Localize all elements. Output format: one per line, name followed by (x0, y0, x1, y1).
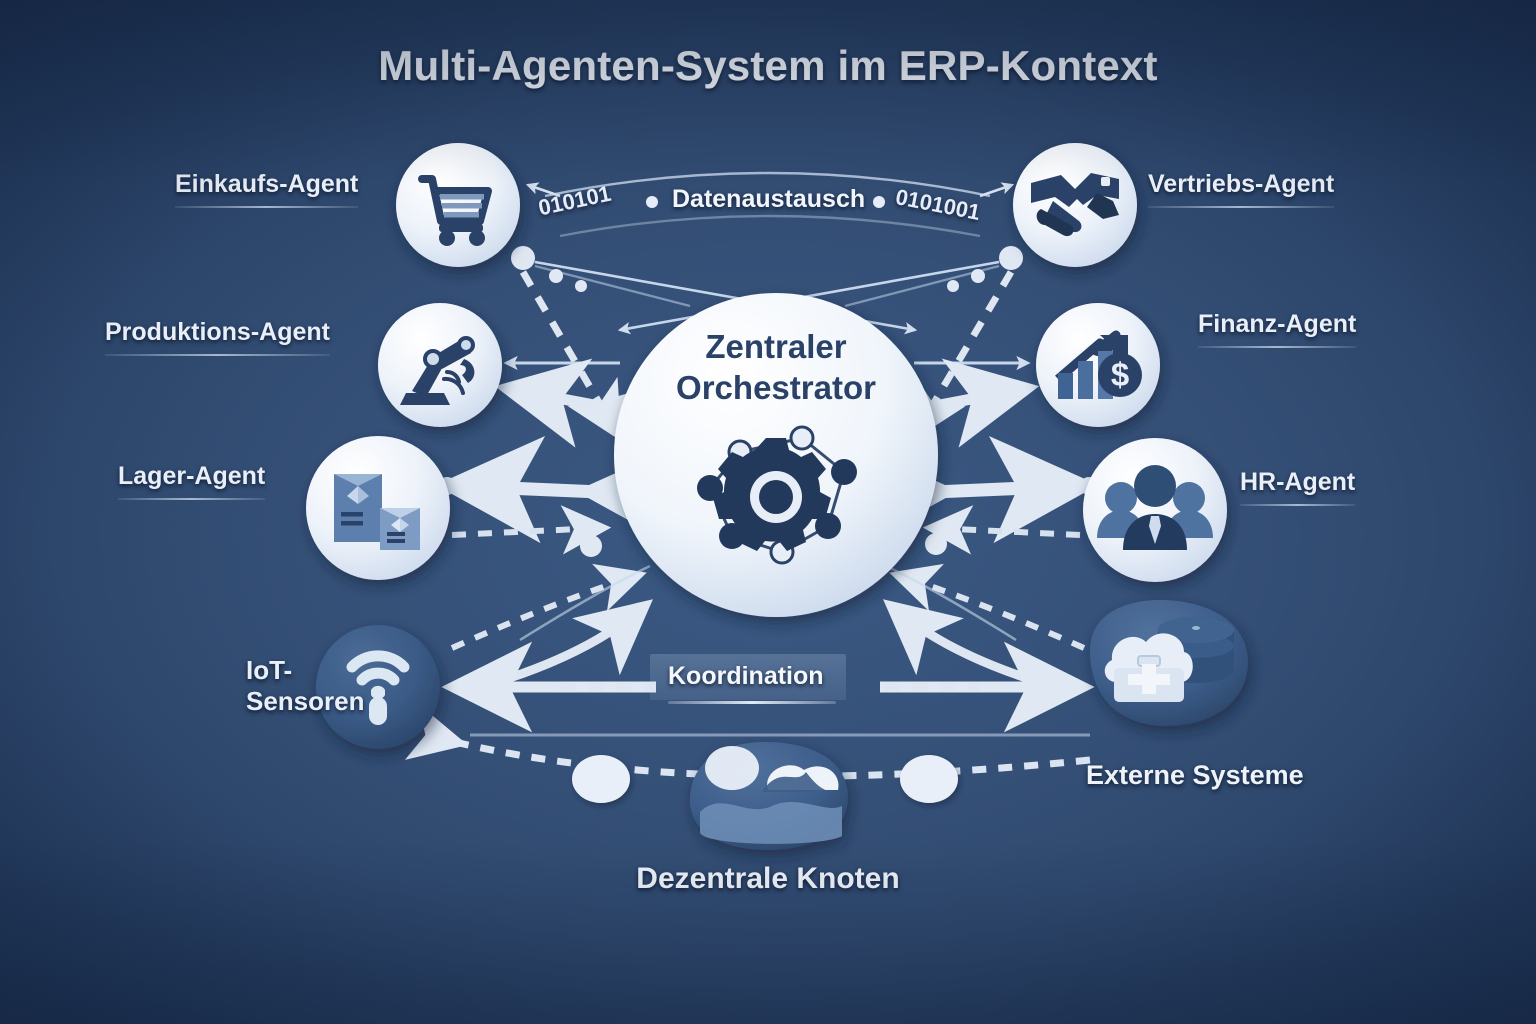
agent-label-finanz: Finanz-Agent (1198, 310, 1357, 348)
orchestrator-label-line1: Zentraler (705, 328, 847, 365)
iot-sensoren-label: IoT- Sensoren (246, 655, 365, 716)
wifi-signal-icon (346, 650, 410, 686)
agent-label-rule (1198, 346, 1357, 348)
gear-network-icon (697, 425, 857, 565)
shopping-cart-icon (418, 175, 492, 246)
datenaustausch-label: Datenaustausch (672, 185, 866, 213)
agent-disc-hr[interactable] (1083, 438, 1227, 582)
agent-label-einkauf-text: Einkaufs-Agent (175, 170, 359, 198)
iot-label-line2: Sensoren (246, 685, 365, 716)
agent-label-finanz-text: Finanz-Agent (1198, 310, 1357, 338)
cloud-landscape-blob-icon (690, 742, 848, 850)
iot-label-line1: IoT- (246, 655, 293, 685)
orchestrator-label: Zentraler Orchestrator (598, 327, 954, 409)
agent-label-rule (118, 498, 266, 500)
handshake-icon (1031, 173, 1119, 237)
orchestrator-label-line2: Orchestrator (676, 368, 876, 406)
externe-systeme-label: Externe Systeme (1086, 760, 1304, 790)
agent-disc-einkauf[interactable] (396, 143, 520, 267)
agent-disc-vertrieb[interactable] (1013, 143, 1137, 267)
iot-node[interactable] (316, 625, 440, 749)
agent-disc-produktion[interactable] (378, 303, 502, 427)
agent-label-produktion-text: Produktions-Agent (105, 318, 330, 346)
agent-label-lager-text: Lager-Agent (118, 462, 266, 490)
koordination-group: Koordination (650, 654, 846, 704)
boxes-icon (334, 474, 420, 550)
robot-arm-icon (400, 336, 475, 405)
people-group-icon (1097, 465, 1213, 550)
bullet-dot-right (873, 196, 885, 208)
externe-systeme-node[interactable] (1090, 600, 1248, 726)
agent-label-vertrieb-text: Vertriebs-Agent (1148, 170, 1335, 198)
agent-label-rule (105, 354, 330, 356)
svg-text:$: $ (1111, 356, 1129, 393)
koordination-label: Koordination (668, 662, 824, 690)
agent-disc-finanz[interactable]: $ (1036, 303, 1160, 427)
page-title: Multi-Agenten-System im ERP-Kontext (378, 42, 1158, 89)
koordination-rule (668, 701, 836, 704)
agent-label-rule (175, 206, 359, 208)
agent-label-hr-text: HR-Agent (1240, 468, 1356, 496)
agent-label-lager: Lager-Agent (118, 462, 266, 500)
agent-label-einkauf: Einkaufs-Agent (175, 170, 359, 208)
growth-chart-dollar-icon: $ (1055, 330, 1142, 399)
dezentral-chain-node (572, 755, 958, 803)
dezentrale-knoten-label: Dezentrale Knoten (636, 862, 900, 895)
agent-label-rule (1240, 504, 1356, 506)
agent-label-hr: HR-Agent (1240, 468, 1356, 506)
agent-label-rule (1148, 206, 1335, 208)
bullet-dot-left (646, 196, 658, 208)
agent-disc-lager[interactable] (306, 436, 450, 580)
cloud-database-icon (1104, 617, 1234, 702)
agent-label-vertrieb: Vertriebs-Agent (1148, 170, 1335, 208)
datenaustausch-arc (544, 171, 991, 238)
agent-label-produktion: Produktions-Agent (105, 318, 330, 356)
koordination-backdrop (650, 654, 846, 700)
